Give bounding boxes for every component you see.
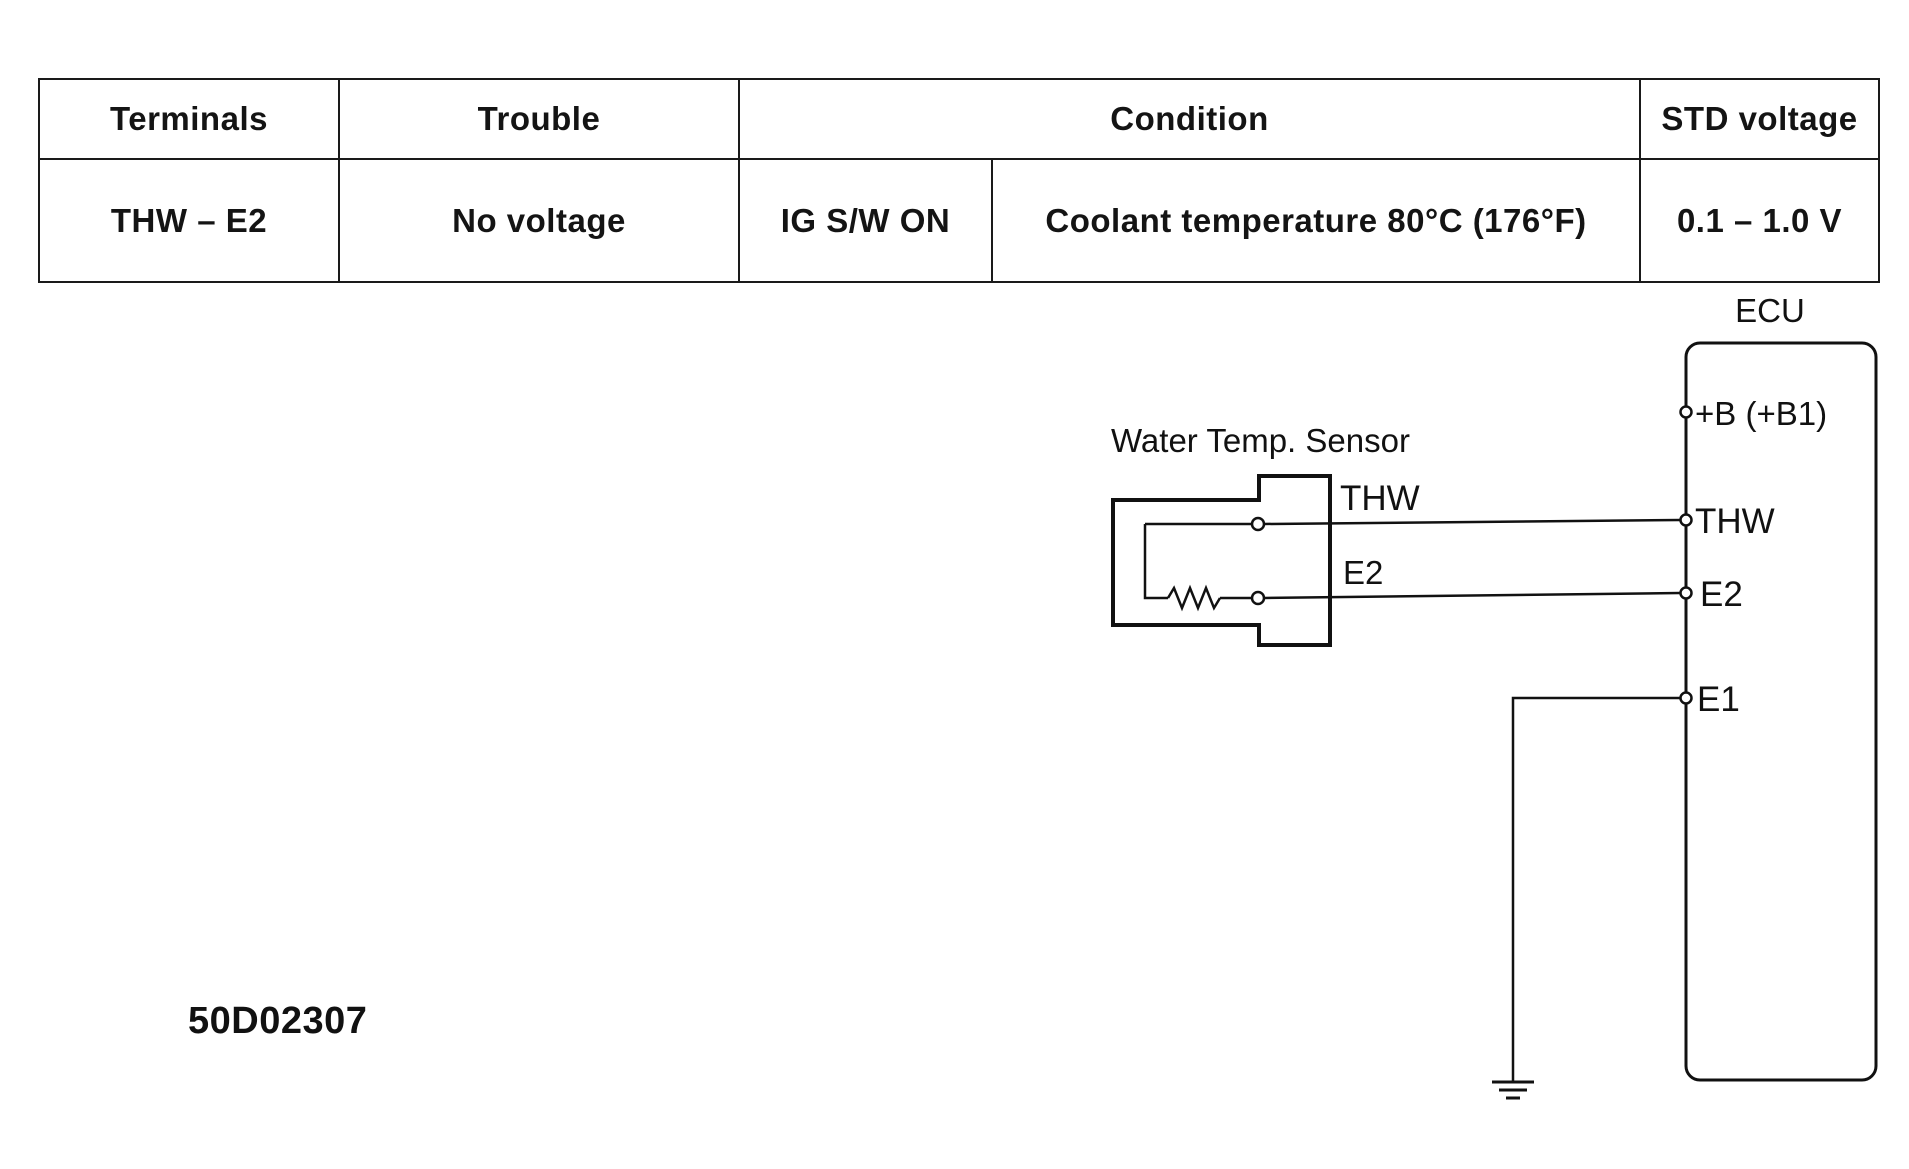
table-header-row: Terminals Trouble Condition STD voltage xyxy=(38,78,1881,160)
cell-condition-detail: Coolant temperature 80°C (176°F) xyxy=(990,158,1642,283)
sensor-label: Water Temp. Sensor xyxy=(1111,422,1410,459)
ecu-terminal-e1-label: E1 xyxy=(1697,680,1740,719)
sensor-terminal-e2-label: E2 xyxy=(1343,554,1383,591)
ecu-box xyxy=(1684,341,1878,1082)
e1-ground-wire xyxy=(1511,696,1680,1082)
figure-code: 50D02307 xyxy=(188,1000,368,1042)
cell-std-voltage: 0.1 – 1.0 V xyxy=(1639,158,1881,283)
cell-terminals: THW – E2 xyxy=(38,158,340,283)
sensor-pin-e2 xyxy=(1250,590,1266,606)
ecu-pin-e2 xyxy=(1679,586,1693,600)
ecu-label: ECU xyxy=(1735,292,1805,329)
sensor-terminal-thw-label: THW xyxy=(1340,479,1420,518)
header-condition: Condition xyxy=(737,78,1642,160)
cell-ignition-condition: IG S/W ON xyxy=(738,158,993,283)
e2-wire xyxy=(1263,591,1681,600)
sensor-body xyxy=(1111,474,1332,647)
thw-wire xyxy=(1263,518,1681,526)
header-std-voltage: STD voltage xyxy=(1639,78,1881,160)
thermistor-icon xyxy=(1166,584,1222,612)
sensor-pin-thw xyxy=(1250,516,1266,532)
header-terminals: Terminals xyxy=(38,78,340,160)
ecu-pin-e1 xyxy=(1679,691,1693,705)
cell-trouble: No voltage xyxy=(338,158,740,283)
ecu-pin-thw xyxy=(1679,513,1693,527)
ecu-terminal-thw-label: THW xyxy=(1695,502,1775,541)
ecu-terminal-e2-label: E2 xyxy=(1700,575,1743,614)
ecu-pin-b xyxy=(1679,405,1693,419)
ground-icon xyxy=(1492,1080,1534,1100)
sensor-internal-wire xyxy=(1143,524,1168,600)
table-row: THW – E2 No voltage IG S/W ON Coolant te… xyxy=(38,158,1881,283)
ecu-terminal-b-label: +B (+B1) xyxy=(1695,395,1827,432)
specification-table: Terminals Trouble Condition STD voltage … xyxy=(38,78,1881,283)
header-trouble: Trouble xyxy=(338,78,740,160)
